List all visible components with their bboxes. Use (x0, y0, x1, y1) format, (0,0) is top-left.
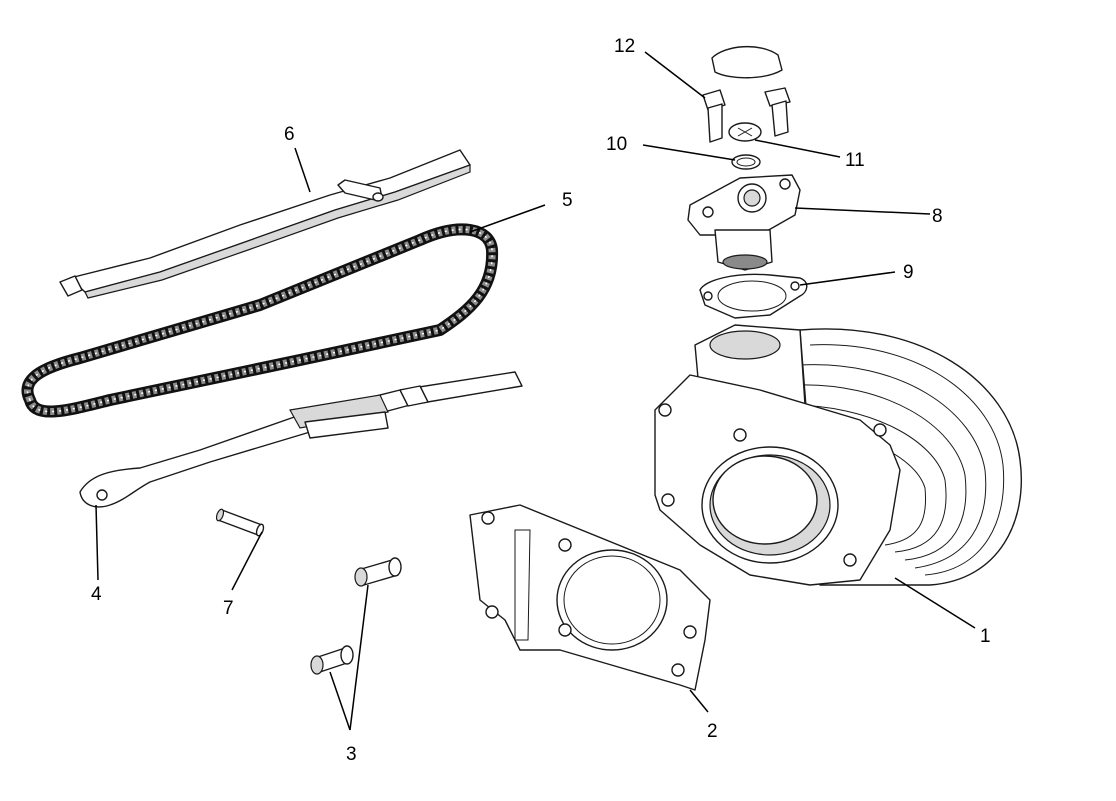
callout-5: 5 (562, 190, 573, 211)
leader-lines (95, 51, 976, 731)
callout-11: 11 (845, 150, 865, 171)
callout-1: 1 (980, 626, 991, 647)
chain-tensioner-guide (79, 371, 523, 508)
callout-3: 3 (346, 744, 357, 765)
callout-10: 10 (606, 134, 627, 155)
callout-2: 2 (707, 721, 718, 742)
callout-8: 8 (932, 206, 943, 227)
callout-4: 4 (91, 584, 102, 605)
pin (215, 508, 265, 537)
cylinder-base-gasket (469, 504, 711, 691)
callout-7: 7 (223, 598, 234, 619)
timing-chain (21, 223, 499, 418)
callout-labels: 1 2 3 4 5 6 7 8 9 10 11 12 (91, 36, 991, 765)
bolts-and-cap (702, 45, 791, 143)
callout-12: 12 (614, 36, 635, 57)
dowel-pins (310, 557, 402, 675)
tensioner-gasket (699, 273, 808, 319)
callout-9: 9 (903, 262, 914, 283)
chain-guide-upper (59, 149, 471, 299)
chain-tensioner (687, 174, 801, 271)
o-ring (731, 154, 761, 170)
tensioner-screw (728, 122, 762, 142)
callout-6: 6 (284, 124, 295, 145)
cylinder (654, 324, 1022, 586)
